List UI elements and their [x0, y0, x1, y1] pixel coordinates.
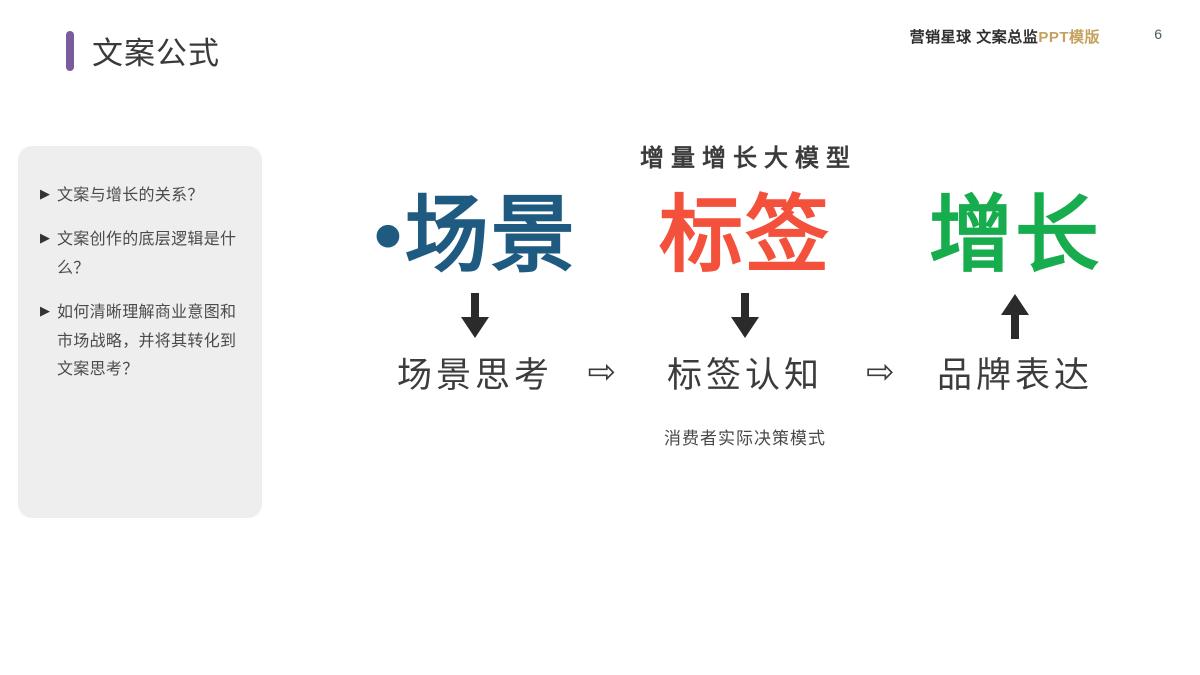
list-item: ▶ 如何清晰理解商业意图和市场战略，并将其转化到文案思考？	[40, 299, 248, 384]
outcome-scene-thinking: 场景思考	[396, 356, 553, 395]
arrow-up-3	[880, 293, 1150, 339]
diagram-column-3: 增长	[880, 195, 1150, 279]
diagram-column-1: •场景	[340, 195, 610, 279]
flow-arrow-right-icon: ⇨	[866, 352, 895, 392]
diagram-caption: 消费者实际决策模式	[664, 429, 826, 448]
outcome-column-3: ⇨ 品牌表达	[866, 347, 1150, 398]
outcome-column-1: 场景思考 ⇨	[340, 347, 616, 398]
bullet-triangle-icon: ▶	[40, 304, 50, 320]
page-title: 文案公式	[92, 36, 220, 71]
brand-label-main: 营销星球 文案总监	[909, 29, 1039, 46]
arrow-down-2	[610, 293, 880, 339]
arrow-row	[300, 293, 1190, 339]
diagram-column-2: 标签	[610, 195, 880, 279]
keyword-label: 标签	[658, 190, 831, 283]
page-title-group: 文案公式	[66, 28, 220, 73]
outcome-column-2: 标签认知	[610, 347, 880, 398]
title-accent-bar	[66, 30, 74, 71]
diagram-title: 增量增长大模型	[640, 146, 857, 172]
outcome-label-cognition: 标签认知	[666, 356, 823, 395]
outcome-row: 场景思考 ⇨ 标签认知 ⇨ 品牌表达	[300, 347, 1190, 398]
flow-arrow-right-icon: ⇨	[587, 352, 617, 392]
list-item: ▶ 文案与增长的关系？	[40, 182, 248, 210]
list-item-label: 如何清晰理解商业意图和市场战略，并将其转化到文案思考？	[57, 304, 237, 379]
outcome-brand-expression: 品牌表达	[936, 356, 1093, 395]
question-panel: ▶ 文案与增长的关系？ ▶ 文案创作的底层逻辑是什么？ ▶ 如何清晰理解商业意图…	[18, 146, 262, 518]
keyword-scene: •场景	[373, 190, 577, 283]
list-item-label: 文案创作的底层逻辑是什么？	[57, 231, 237, 277]
bullet-triangle-icon: ▶	[40, 187, 50, 202]
keyword-row: •场景 标签 增长	[300, 195, 1190, 279]
brand-label-sub: PPT模版	[1038, 29, 1100, 46]
page-number: 6	[1154, 26, 1162, 42]
list-item-label: 文案与增长的关系？	[57, 187, 204, 204]
list-item: ▶ 文案创作的底层逻辑是什么？	[40, 226, 248, 283]
arrow-down-1	[340, 293, 610, 339]
bullet-triangle-icon: ▶	[40, 231, 50, 247]
keyword-growth: 增长	[928, 190, 1101, 283]
slide-header: 文案公式 营销星球 文案总监 PPT模版 6	[0, 0, 1200, 90]
growth-model-diagram: 增量增长大模型 •场景 标签 增长	[300, 128, 1190, 548]
brand-label: 营销星球 文案总监 PPT模版	[910, 26, 1100, 47]
